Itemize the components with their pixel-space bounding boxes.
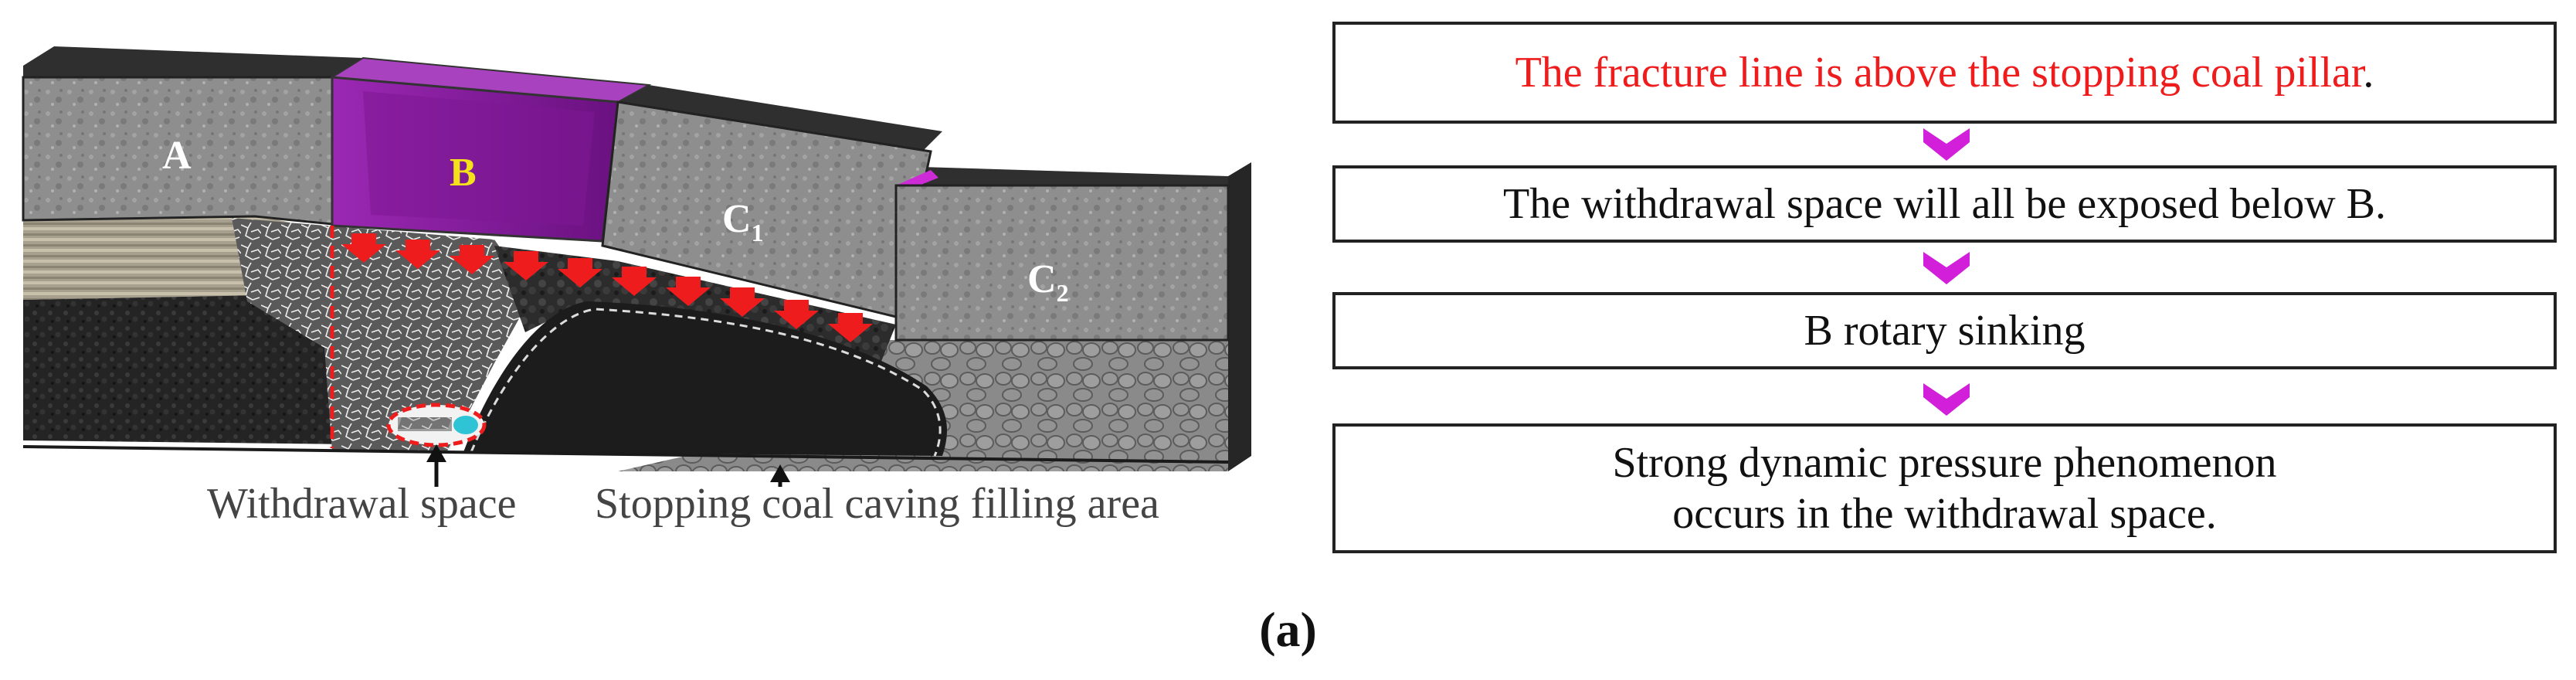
block-a-label: A bbox=[162, 134, 192, 178]
model-right-face bbox=[1228, 162, 1251, 471]
block-c2-subscript: 2 bbox=[1057, 279, 1069, 307]
filling-area-label: Stopping coal caving filling area bbox=[595, 480, 1159, 528]
block-c1-letter: C bbox=[722, 197, 752, 241]
pressure-arrow bbox=[504, 251, 548, 280]
flow-step-4-line-1: Strong dynamic pressure phenomenon bbox=[1612, 438, 2277, 487]
chevron-down-icon bbox=[1923, 128, 1970, 161]
fractured-zone bbox=[232, 218, 533, 452]
flow-step-3: B rotary sinking bbox=[1332, 292, 2557, 369]
coal-seam bbox=[23, 294, 363, 444]
flow-step-3-text: B rotary sinking bbox=[1804, 306, 2086, 355]
block-b-label: B bbox=[450, 151, 477, 195]
flow-step-1-text: The fracture line is above the stopping … bbox=[1515, 47, 2374, 98]
filling-area-pointer bbox=[770, 464, 790, 487]
pressure-arrow bbox=[395, 240, 440, 269]
flow-step-2-text: The withdrawal space will all be exposed… bbox=[1503, 179, 2386, 228]
pressure-arrow bbox=[666, 277, 711, 306]
block-c1-label: C1 bbox=[722, 197, 764, 246]
pressure-arrow bbox=[341, 233, 386, 263]
block-c1-subscript: 1 bbox=[752, 219, 764, 246]
block-c2-letter: C bbox=[1027, 257, 1057, 301]
model-top-surface bbox=[23, 46, 1228, 185]
flow-step-1: The fracture line is above the stopping … bbox=[1332, 22, 2557, 124]
pressure-arrow bbox=[450, 245, 494, 274]
chevron-down-icon bbox=[1923, 383, 1970, 416]
mining-cross-section-diagram: A B C1 C2 Withdrawal space Stopping coal… bbox=[22, 46, 1251, 528]
chevron-down-icon bbox=[1923, 252, 1970, 284]
pressure-arrows bbox=[341, 233, 873, 342]
flow-step-1-red-text: The fracture line is above the stopping … bbox=[1515, 48, 2364, 97]
flow-step-4: Strong dynamic pressure phenomenon occur… bbox=[1332, 423, 2557, 553]
pressure-arrow bbox=[558, 258, 602, 287]
withdrawal-space-label: Withdrawal space bbox=[207, 480, 516, 528]
pressure-arrow bbox=[612, 267, 657, 296]
filling-area bbox=[463, 301, 947, 456]
flow-step-1-period: . bbox=[2363, 48, 2374, 97]
block-b-inner-face bbox=[363, 91, 595, 226]
pressure-arrow bbox=[720, 287, 765, 317]
block-c2-label: C2 bbox=[1027, 257, 1069, 307]
ground-floor-line bbox=[22, 445, 1229, 464]
figure-caption: (a) bbox=[1259, 602, 1317, 657]
withdrawal-space-marker bbox=[386, 403, 487, 447]
flow-step-4-line-2: occurs in the withdrawal space. bbox=[1672, 490, 2217, 538]
pressure-arrow bbox=[828, 313, 873, 342]
pressure-arrow bbox=[774, 300, 819, 329]
flow-step-2: The withdrawal space will all be exposed… bbox=[1332, 165, 2557, 243]
filling-area-outline bbox=[470, 308, 942, 457]
withdrawal-pointer bbox=[426, 444, 446, 487]
block-c2 bbox=[894, 184, 1230, 342]
block-a bbox=[22, 76, 334, 226]
